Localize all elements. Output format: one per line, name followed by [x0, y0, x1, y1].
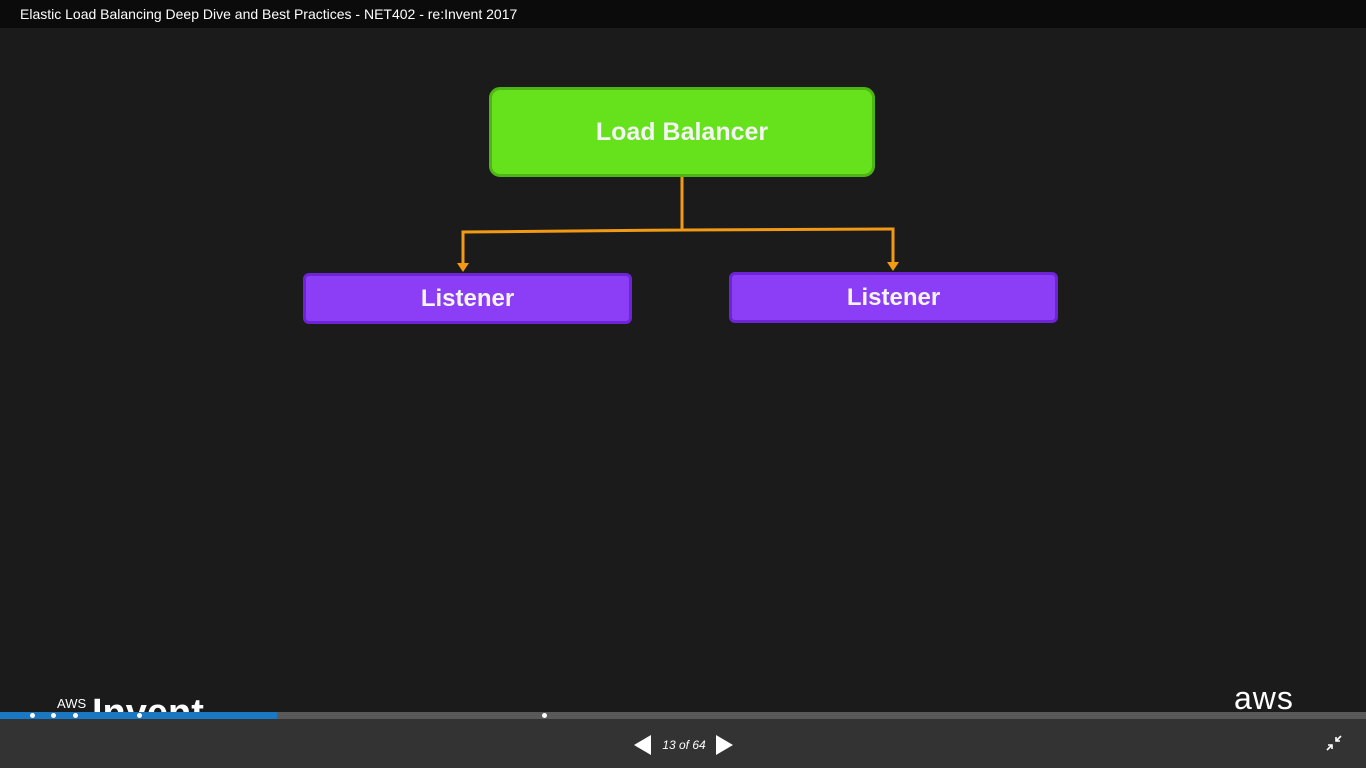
- load-balancer-box: Load Balancer: [489, 87, 875, 177]
- listener-box-left: Listener: [303, 273, 632, 324]
- player-controls: 13 of 64: [0, 719, 1366, 768]
- exit-fullscreen-icon[interactable]: [1326, 735, 1342, 751]
- chapter-marker[interactable]: [137, 713, 142, 718]
- listener-box-right: Listener: [729, 272, 1058, 323]
- arrow-head-right: [887, 262, 899, 271]
- slide-counter: 13 of 64: [662, 738, 706, 752]
- video-title: Elastic Load Balancing Deep Dive and Bes…: [20, 6, 518, 22]
- chapter-marker[interactable]: [30, 713, 35, 718]
- progress-bar[interactable]: [0, 712, 1366, 719]
- arrow-head-left: [457, 263, 469, 272]
- chapter-marker[interactable]: [542, 713, 547, 718]
- reinvent-logo: AWS Invent: [57, 694, 257, 712]
- slide-area: Load Balancer Listener Listener AWS Inve…: [0, 28, 1366, 712]
- previous-slide-button[interactable]: [634, 735, 651, 755]
- chapter-marker[interactable]: [73, 713, 78, 718]
- aws-logo: aws: [1234, 682, 1294, 712]
- next-slide-button[interactable]: [716, 735, 733, 755]
- reinvent-logo-aws: AWS: [57, 696, 87, 711]
- title-bar: Elastic Load Balancing Deep Dive and Bes…: [0, 0, 1366, 28]
- chapter-marker[interactable]: [51, 713, 56, 718]
- connector-lines: [457, 177, 899, 272]
- reinvent-logo-invent: Invent: [92, 694, 204, 712]
